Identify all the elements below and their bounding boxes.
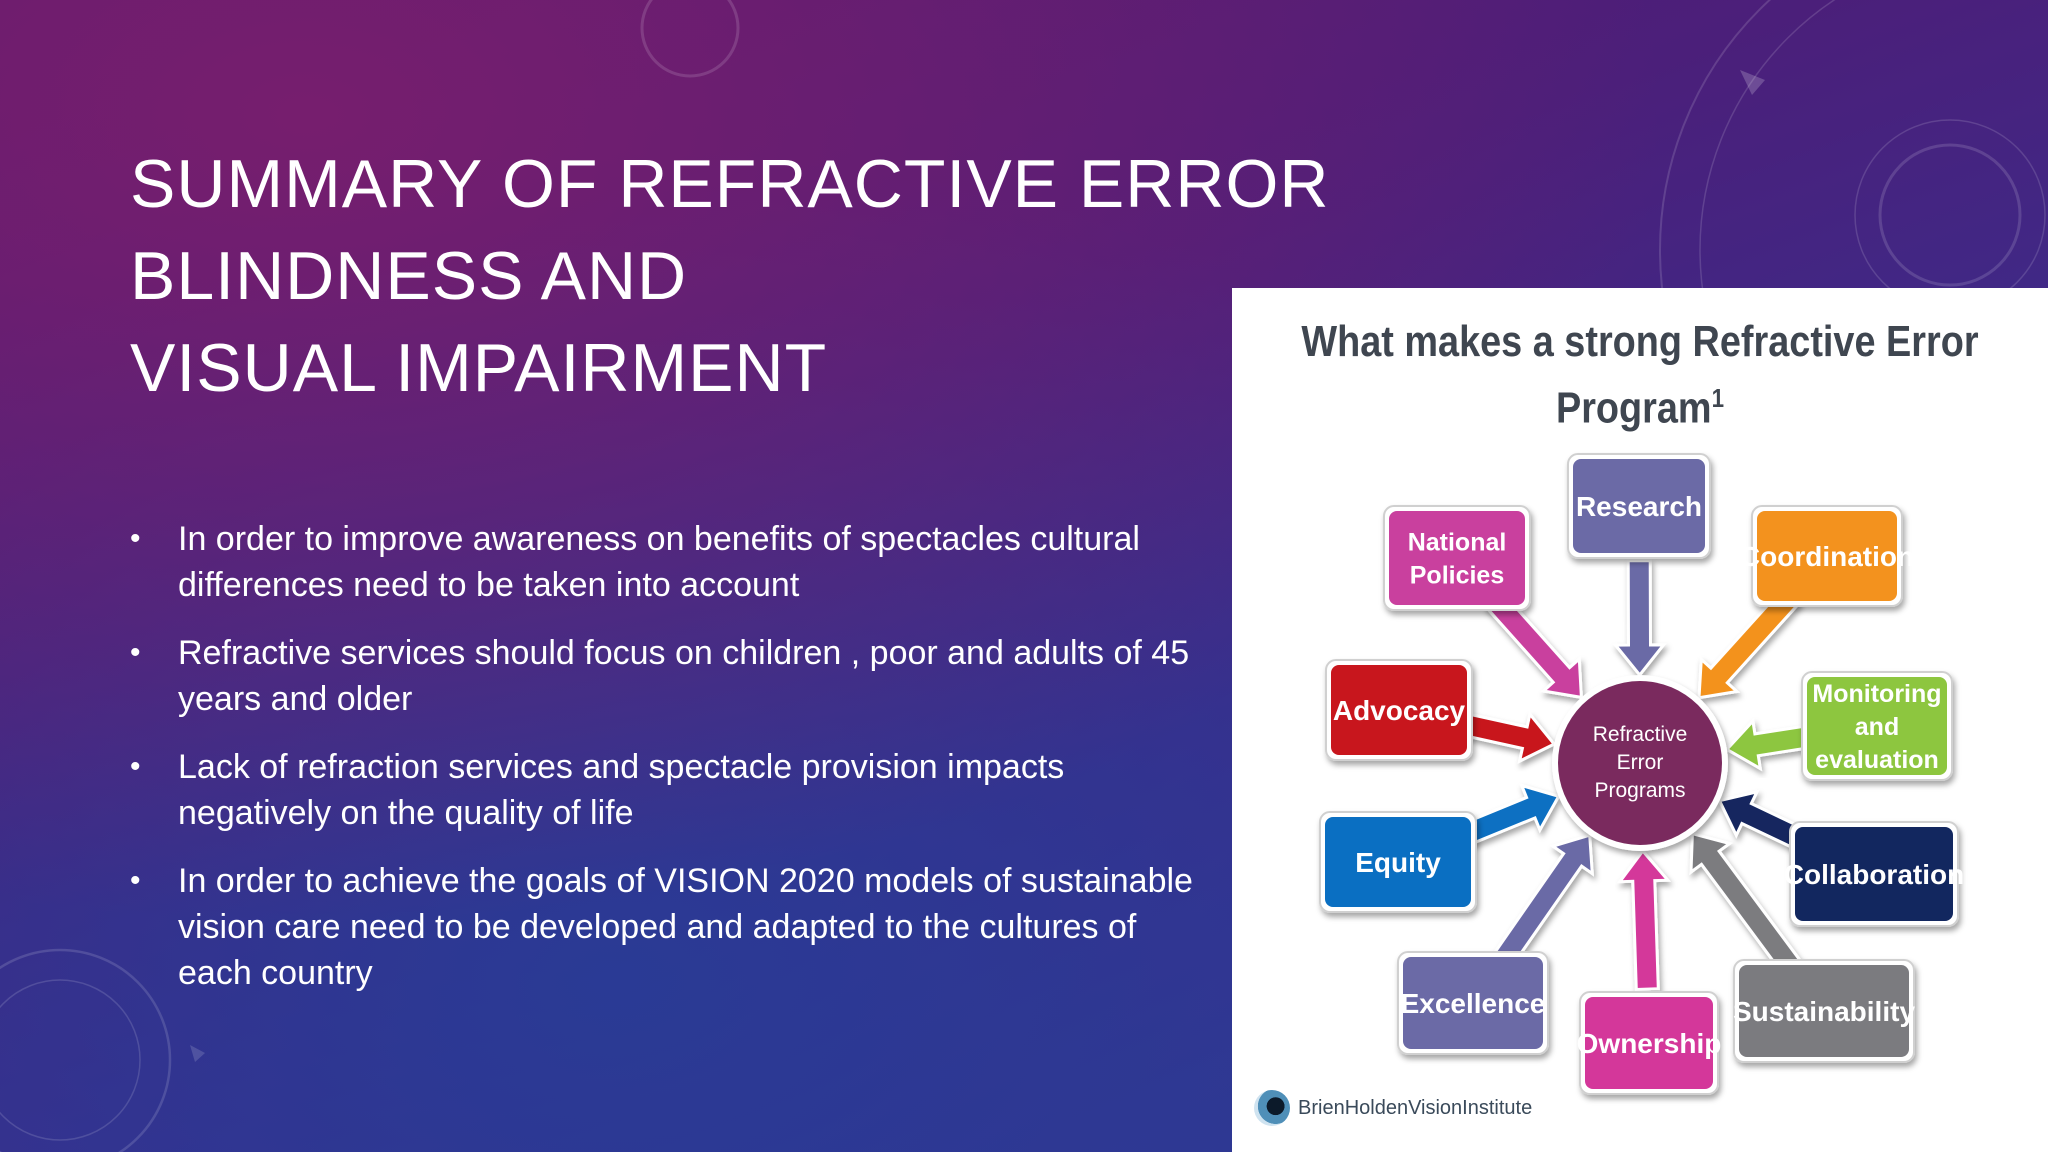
bullet-list: • In order to improve awareness on benef… [130,516,1200,1018]
center-label: Programs [1594,779,1685,802]
bullet-dot: • [130,750,141,783]
equity-box: Equity [1319,811,1477,913]
ownership-label: Ownership [1577,1028,1722,1059]
program-diagram-image: What makes a strong Refractive Error Pro… [1232,288,2048,1152]
coordination-box-fill [1757,511,1897,601]
monitoring-label: and [1855,713,1899,741]
national-policies-label: Policies [1410,562,1505,590]
center-label: Error [1617,751,1664,774]
ownership-arrow [1616,848,1671,992]
monitoring-box: Monitoring and evaluation [1801,671,1953,781]
diagram-title-superscript: 1 [1711,383,1725,413]
bullet-text: Lack of refraction services and spectacl… [178,748,1065,832]
monitoring-box-fill [1807,677,1947,775]
national-policies-box-fill [1389,511,1525,605]
logo-text: BrienHoldenVisionInstitute [1298,1096,1533,1119]
monitoring-label: evaluation [1815,746,1939,774]
brien-holden-logo: BrienHoldenVisionInstitute [1254,1080,1532,1136]
bullet-item: • Lack of refraction services and specta… [130,744,1200,836]
research-box: Research [1567,453,1711,559]
excellence-arrow [1492,833,1595,968]
center-label: Refractive [1593,723,1688,746]
advocacy-box-fill [1331,665,1467,755]
bullet-text: Refractive services should focus on chil… [178,634,1190,718]
bullet-dot: • [130,864,141,897]
bullet-dot: • [130,522,141,555]
sustainability-label: Sustainability [1733,996,1915,1027]
advocacy-box: Advocacy [1325,659,1473,761]
eye-logo-icon [1254,1090,1290,1126]
research-label: Research [1576,491,1702,522]
collaboration-label: Collaboration [1784,859,1964,890]
slide-title-line-1: SUMMARY OF REFRACTIVE ERROR BLINDNESS AN… [130,146,1330,314]
equity-box-fill [1325,817,1471,907]
sustainability-arrow [1689,831,1803,977]
excellence-label: Excellence [1401,988,1546,1019]
advocacy-label: Advocacy [1333,695,1466,726]
bullet-text: In order to achieve the goals of VISION … [178,862,1193,992]
coordination-label: Coordination [1740,541,1914,572]
slide-title: SUMMARY OF REFRACTIVE ERROR BLINDNESS AN… [130,138,1730,414]
ownership-box-fill [1585,997,1713,1089]
equity-label: Equity [1355,847,1441,878]
sustainability-box-fill [1739,965,1909,1057]
research-arrow [1612,559,1667,678]
monitoring-label: Monitoring [1812,680,1941,708]
national-policies-arrow [1483,589,1584,700]
bullet-item: • In order to achieve the goals of VISIO… [130,858,1200,996]
bullet-item: • In order to improve awareness on benef… [130,516,1200,608]
center-circle-fill [1558,681,1722,845]
bullet-dot: • [130,636,141,669]
excellence-box-fill [1403,957,1543,1049]
coordination-box: Coordination [1740,505,1914,607]
slide-title-line-2: VISUAL IMPAIRMENT [130,330,828,406]
ownership-box: Ownership [1577,991,1722,1095]
sustainability-box: Sustainability [1733,959,1915,1063]
excellence-box: Excellence [1397,951,1549,1055]
research-box-fill [1573,459,1705,553]
collaboration-box-fill [1795,827,1953,921]
diagram-title-text: What makes a strong Refractive Error Pro… [1301,317,1979,433]
bullet-text: In order to improve awareness on benefit… [178,520,1140,604]
diagram-title: What makes a strong Refractive Error Pro… [1289,314,1991,437]
national-policies-label: National [1408,529,1507,557]
collaboration-box: Collaboration [1784,821,1964,927]
bullet-item: • Refractive services should focus on ch… [130,630,1200,722]
